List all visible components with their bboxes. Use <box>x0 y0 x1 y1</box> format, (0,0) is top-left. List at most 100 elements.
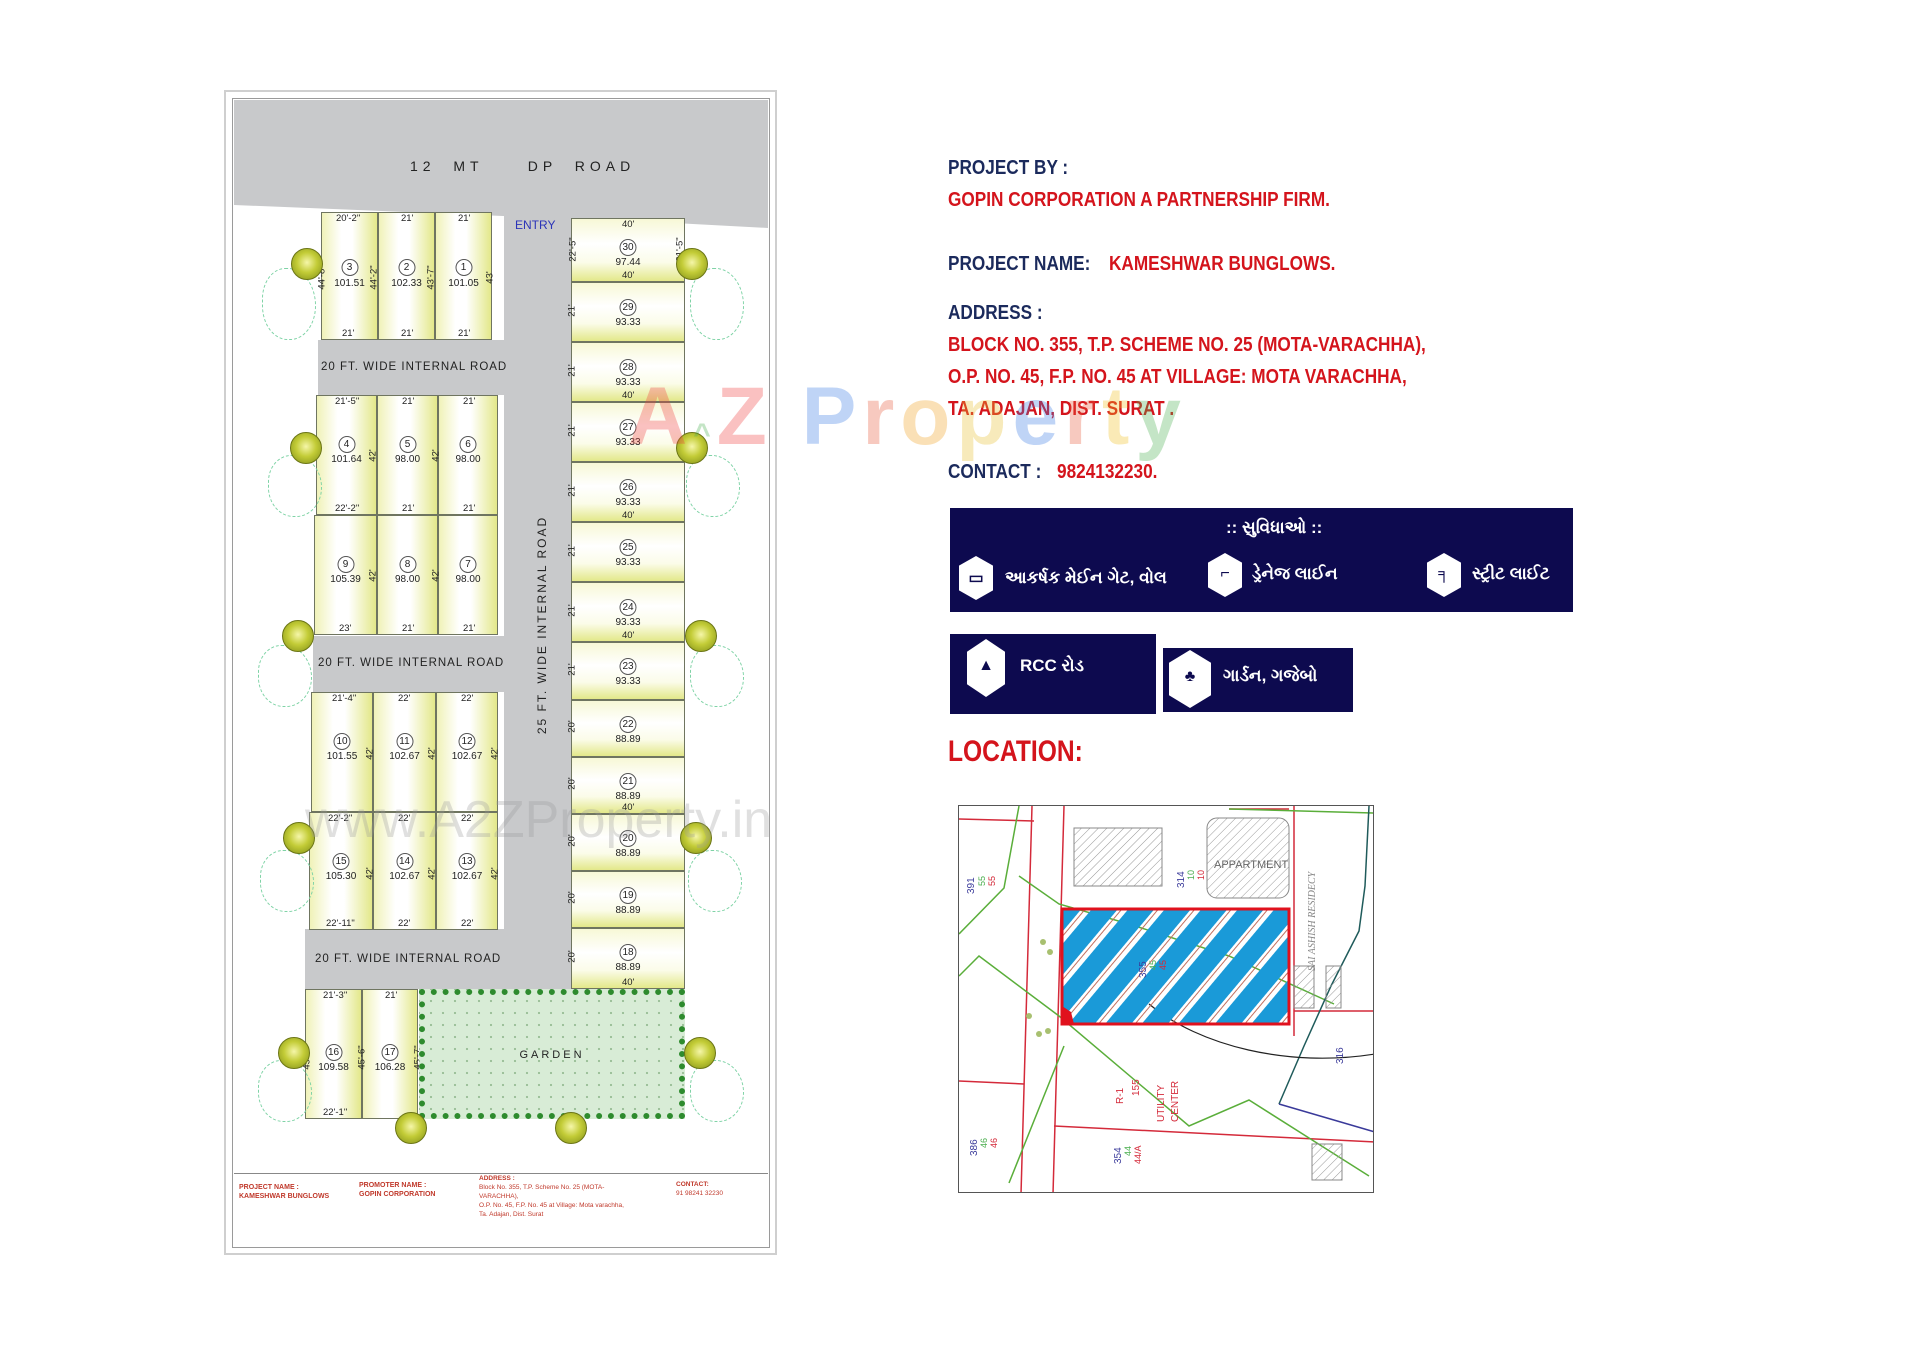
plot-5[interactable]: 21' 5 98.00 21' <box>377 395 438 515</box>
footer-project-name-label: PROJECT NAME : <box>239 1184 299 1191</box>
tree-icon <box>283 822 315 854</box>
plot-18[interactable]: 18 88.89 40' <box>571 928 685 989</box>
internal-road-25ft-label: 25 FT. WIDE INTERNAL ROAD <box>535 515 550 735</box>
footer-address-label: ADDRESS : <box>479 1175 515 1182</box>
tree-icon <box>395 1112 427 1144</box>
tree-outline-icon <box>262 268 316 340</box>
plot-8[interactable]: 8 98.00 21' <box>377 515 438 635</box>
plot-6[interactable]: 21' 6 98.00 21' <box>438 395 498 515</box>
footer-promoter-label: PROMOTER NAME : <box>359 1182 427 1189</box>
svg-text:155: 155 <box>1131 1079 1142 1096</box>
garden: GARDEN <box>419 989 685 1119</box>
location-map[interactable]: APPARTMENT SAI ASHISH RESIDECY 391 55 55… <box>958 805 1374 1193</box>
plot-26[interactable]: 26 93.33 40' <box>571 462 685 522</box>
location-map-graphic: APPARTMENT SAI ASHISH RESIDECY 391 55 55… <box>959 806 1373 1192</box>
tree-outline-icon <box>258 1060 312 1122</box>
road-icon: ▲ <box>967 639 1005 697</box>
amenity-drainage: ડ્રેનેજ લાઈન <box>1252 564 1338 583</box>
footer-address-4: Ta. Adajan, Dist. Surat <box>479 1211 544 1218</box>
svg-text:44: 44 <box>1123 1146 1133 1156</box>
plot-2[interactable]: 21' 2 102.33 21' <box>378 212 435 340</box>
tree-icon <box>676 248 708 280</box>
plot-11[interactable]: 22' 11 102.67 <box>373 692 436 812</box>
street-light-icon: ╕ <box>1427 553 1461 597</box>
project-by-label: PROJECT BY : <box>948 157 1069 179</box>
plot-15[interactable]: 22'-2" 15 105.30 22'-11" <box>309 812 373 930</box>
internal-road-20ft-1-label: 20 FT. WIDE INTERNAL ROAD <box>321 361 508 373</box>
amenity-garden-gazebo: ગાર્ડન, ગજેબો <box>1223 666 1318 685</box>
footer-address-3: O.P. No. 45, F.P. No. 45 at Village: Mot… <box>479 1202 624 1209</box>
svg-text:354: 354 <box>1113 1147 1124 1164</box>
amenities-panel: :: સુવિધાઓ :: ▭ આકર્ષક મેઈન ગેટ, વોલ ⌐ ડ… <box>950 508 1573 612</box>
tree-outline-icon <box>268 455 322 517</box>
plot-22[interactable]: 22 88.89 <box>571 700 685 757</box>
plot-16[interactable]: 21'-3" 16 109.58 22'-1" <box>305 989 362 1119</box>
footer-promoter: GOPIN CORPORATION <box>359 1191 436 1198</box>
plot-10[interactable]: 21'-4" 10 101.55 <box>311 692 373 812</box>
svg-text:386: 386 <box>969 1139 980 1156</box>
address-label: ADDRESS : <box>948 302 1043 324</box>
amenity-garden-panel: ♣ ગાર્ડન, ગજેબો <box>1163 648 1353 712</box>
garden-label: GARDEN <box>519 1049 585 1061</box>
plot-12[interactable]: 22' 12 102.67 <box>436 692 498 812</box>
footer-contact: 91 98241 32230 <box>676 1190 723 1197</box>
main-road <box>234 100 768 228</box>
project-by-value: GOPIN CORPORATION A PARTNERSHIP FIRM. <box>948 189 1330 211</box>
internal-road-20ft-2 <box>313 636 508 692</box>
tree-outline-icon <box>258 645 312 707</box>
svg-text:55: 55 <box>987 876 997 886</box>
internal-road-20ft-3-label: 20 FT. WIDE INTERNAL ROAD <box>315 953 502 965</box>
svg-text:355: 355 <box>1138 961 1149 978</box>
svg-text:46: 46 <box>979 1138 989 1148</box>
svg-text:55: 55 <box>977 876 987 886</box>
tree-outline-icon <box>260 850 314 912</box>
plot-13[interactable]: 22' 13 102.67 22' <box>436 812 498 930</box>
plot-27[interactable]: 27 93.33 <box>571 402 685 462</box>
site-plan-border <box>232 98 770 1248</box>
plot-17[interactable]: 21' 17 106.28 <box>362 989 418 1119</box>
plot-20[interactable]: 20 88.89 <box>571 814 685 871</box>
tree-icon <box>555 1112 587 1144</box>
plot-9[interactable]: 9 105.39 23' <box>314 515 377 635</box>
main-road-label: 12 MT DP ROAD <box>410 158 636 174</box>
svg-text:10: 10 <box>1186 870 1196 880</box>
garden-icon: ♣ <box>1169 650 1211 708</box>
tree-icon <box>278 1037 310 1069</box>
plot-30[interactable]: 40' 30 97.44 40' <box>571 218 685 282</box>
tree-icon <box>676 432 708 464</box>
plot-7[interactable]: 7 98.00 21' <box>438 515 498 635</box>
plot-19[interactable]: 19 88.89 <box>571 871 685 928</box>
svg-text:45: 45 <box>1158 960 1168 970</box>
amenity-street-light: સ્ટ્રીટ લાઈટ <box>1472 564 1550 583</box>
plot-29[interactable]: 29 93.33 <box>571 282 685 342</box>
svg-text:46: 46 <box>989 1138 999 1148</box>
plot-1[interactable]: 21' 1 101.05 21' <box>435 212 492 340</box>
plot-3[interactable]: 20'-2" 3 101.51 21' <box>321 212 378 340</box>
map-label-residency: SAI ASHISH RESIDECY <box>1307 870 1318 971</box>
footer-contact-label: CONTACT: <box>676 1181 709 1188</box>
plot-14[interactable]: 22' 14 102.67 22' <box>373 812 436 930</box>
internal-road-20ft-3 <box>305 929 508 989</box>
gate-icon: ▭ <box>959 556 993 600</box>
contact-value[interactable]: 9824132230. <box>1057 461 1158 483</box>
plot-25[interactable]: 25 93.33 <box>571 522 685 582</box>
svg-text:45: 45 <box>1148 960 1158 970</box>
drainage-icon: ⌐ <box>1208 553 1242 597</box>
plot-21[interactable]: 21 88.89 40' <box>571 757 685 814</box>
footer-project-name: KAMESHWAR BUNGLOWS <box>239 1193 330 1200</box>
svg-text:10: 10 <box>1196 870 1206 880</box>
svg-text:CENTER: CENTER <box>1170 1081 1181 1122</box>
footer-address-1: Block No. 355, T.P. Scheme No. 25 (MOTA- <box>479 1184 605 1191</box>
location-title: LOCATION: <box>948 735 1083 768</box>
map-label-apartment: APPARTMENT <box>1214 859 1288 871</box>
amenity-rcc-road: RCC રોડ <box>1020 656 1084 675</box>
plot-4[interactable]: 21'-5" 4 101.64 22'-2" <box>316 395 377 515</box>
svg-text:R-1: R-1 <box>1115 1087 1126 1104</box>
plot-23[interactable]: 23 93.33 <box>571 642 685 700</box>
tree-icon <box>291 248 323 280</box>
tree-outline-icon <box>690 645 744 707</box>
tree-outline-icon <box>690 1060 744 1122</box>
plot-28[interactable]: 28 93.33 40' <box>571 342 685 402</box>
svg-text:UTILITY: UTILITY <box>1156 1084 1167 1122</box>
plot-24[interactable]: 24 93.33 40' <box>571 582 685 642</box>
